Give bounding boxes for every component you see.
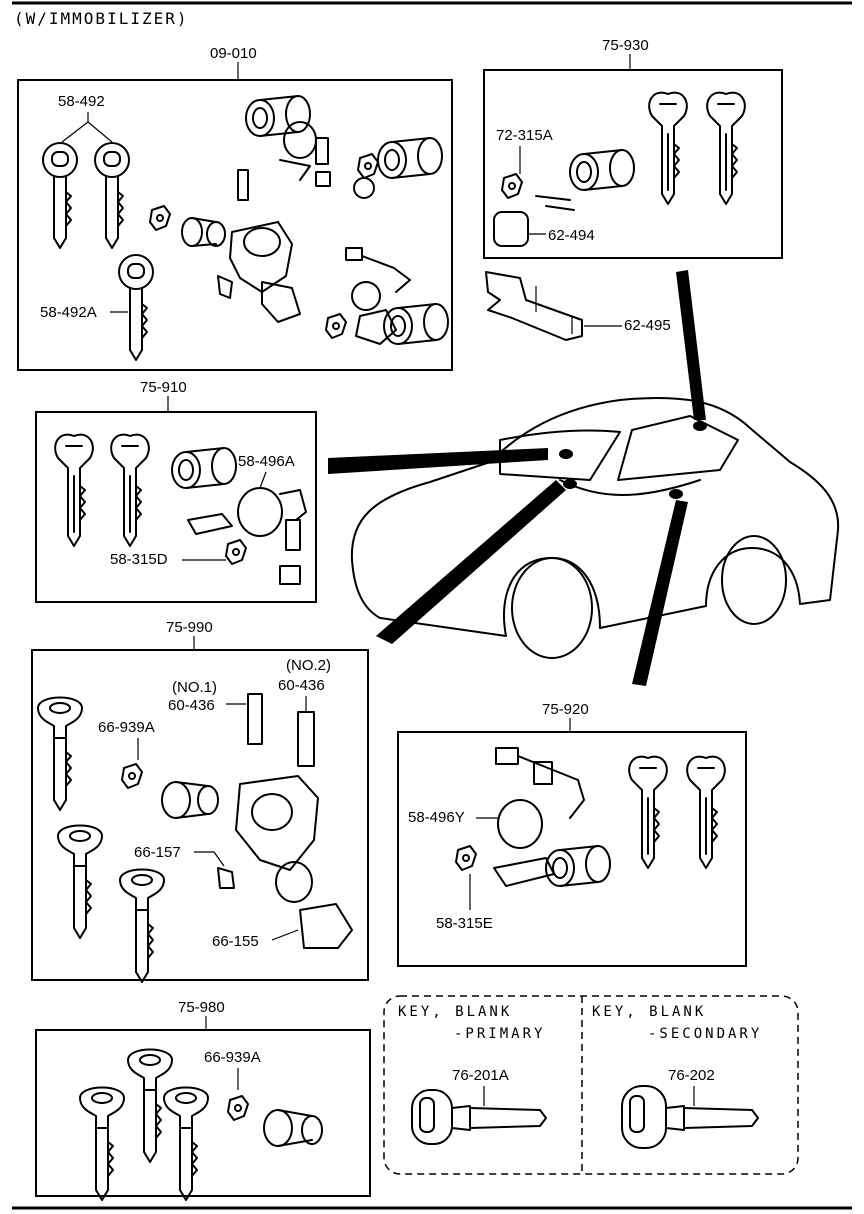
part-58-492A: 58-492A bbox=[40, 304, 97, 321]
group-number-75-920: 75-920 bbox=[542, 701, 589, 718]
group-box-75-990 bbox=[31, 649, 369, 981]
part-76-202: 76-202 bbox=[668, 1067, 715, 1084]
group-box-75-930 bbox=[483, 69, 783, 259]
key-blank-secondary bbox=[621, 1085, 759, 1149]
part-62-494: 62-494 bbox=[548, 227, 595, 244]
part-no1-label: (NO.1) bbox=[172, 679, 217, 696]
ignition-switch-assembly-09-010 bbox=[149, 95, 449, 345]
header-title: (W/IMMOBILIZER) bbox=[14, 9, 189, 28]
group-box-75-910 bbox=[35, 411, 317, 603]
group-number-75-930: 75-930 bbox=[602, 37, 649, 54]
part-62-495: 62-495 bbox=[624, 317, 671, 334]
key-blanks-box bbox=[383, 995, 799, 1175]
group-number-75-990: 75-990 bbox=[166, 619, 213, 636]
part-60-436-no2: 60-436 bbox=[278, 677, 325, 694]
part-66-155: 66-155 bbox=[212, 933, 259, 950]
part-no2-label: (NO.2) bbox=[286, 657, 331, 674]
car-outline bbox=[350, 396, 840, 659]
part-58-496A: 58-496A bbox=[238, 453, 295, 470]
leader-75-930 bbox=[676, 270, 706, 420]
part-66-157: 66-157 bbox=[134, 844, 181, 861]
group-number-09-010: 09-010 bbox=[210, 45, 257, 62]
part-58-315E: 58-315E bbox=[436, 915, 493, 932]
group-number-75-910: 75-910 bbox=[140, 379, 187, 396]
part-58-492: 58-492 bbox=[58, 93, 105, 110]
blank-secondary-line1: KEY, BLANK bbox=[592, 1004, 706, 1020]
part-66-939A-75-980: 66-939A bbox=[204, 1049, 261, 1066]
group-box-75-980 bbox=[35, 1029, 371, 1197]
group-number-75-980: 75-980 bbox=[178, 999, 225, 1016]
blank-primary-line1: KEY, BLANK bbox=[398, 1004, 512, 1020]
part-76-201A: 76-201A bbox=[452, 1067, 509, 1084]
group-box-09-010 bbox=[17, 79, 453, 371]
blank-secondary-line2: -SECONDARY bbox=[648, 1026, 762, 1042]
leader-75-920 bbox=[632, 500, 688, 686]
leader-75-990 bbox=[376, 480, 566, 644]
part-58-496Y: 58-496Y bbox=[408, 809, 465, 826]
part-66-939A-75-990: 66-939A bbox=[98, 719, 155, 736]
part-60-436-no1: 60-436 bbox=[168, 697, 215, 714]
leader-75-910 bbox=[328, 448, 548, 474]
part-58-315D: 58-315D bbox=[110, 551, 168, 568]
blank-primary-line2: -PRIMARY bbox=[454, 1026, 545, 1042]
group-box-75-920 bbox=[397, 731, 747, 967]
part-72-315A: 72-315A bbox=[496, 127, 553, 144]
key-blank-primary bbox=[411, 1089, 547, 1145]
